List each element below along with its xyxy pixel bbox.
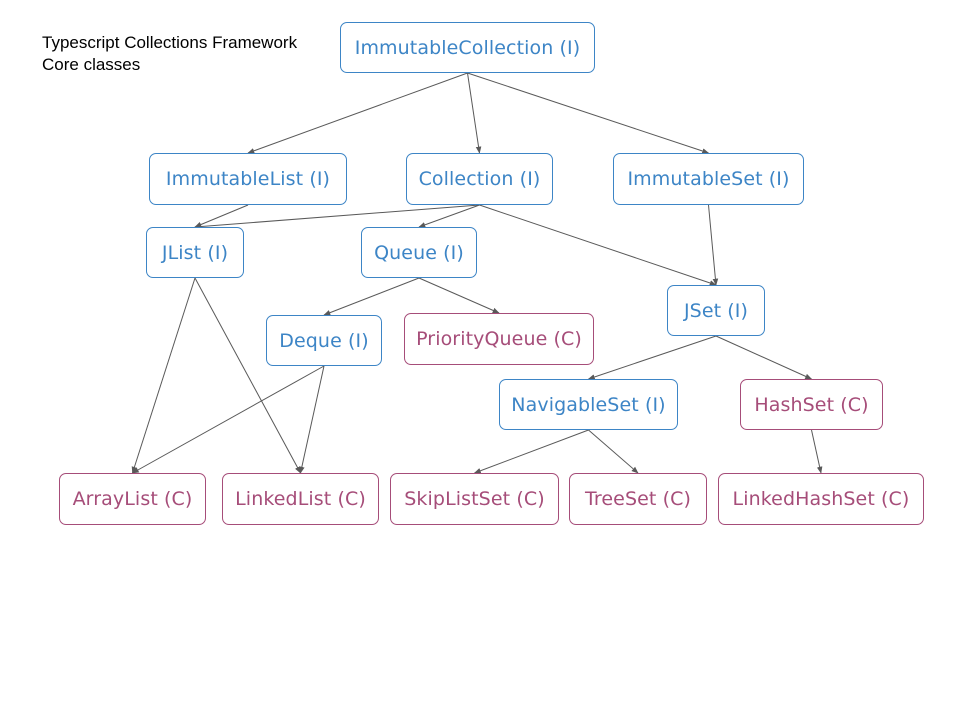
- edge-navigable-set-to-skip-list-set: [473, 429, 589, 474]
- node-immutable-collection: ImmutableCollection (I): [340, 22, 595, 73]
- edge-navigable-set-to-tree-set: [588, 429, 639, 474]
- node-priority-queue: PriorityQueue (C): [404, 313, 594, 365]
- edge-queue-to-deque: [323, 277, 420, 316]
- edge-collection-to-jlist: [194, 204, 480, 230]
- node-array-list: ArrayList (C): [59, 473, 206, 525]
- edge-jlist-to-linked-list: [194, 277, 301, 474]
- node-navigable-set: NavigableSet (I): [499, 379, 678, 430]
- edge-immutable-list-to-jlist: [194, 204, 249, 228]
- edge-immutable-set-to-jset: [708, 204, 719, 286]
- edge-deque-to-array-list: [131, 365, 325, 474]
- node-collection: Collection (I): [406, 153, 553, 205]
- edge-jset-to-hash-set: [715, 335, 813, 380]
- node-jlist: JList (I): [146, 227, 244, 278]
- node-deque: Deque (I): [266, 315, 382, 366]
- edge-immutable-collection-to-immutable-list: [247, 72, 468, 154]
- node-immutable-set: ImmutableSet (I): [613, 153, 804, 205]
- node-skip-list-set: SkipListSet (C): [390, 473, 559, 525]
- edge-queue-to-priority-queue: [418, 277, 500, 314]
- title-line-1: Typescript Collections Framework: [42, 33, 298, 52]
- edge-jset-to-navigable-set: [587, 335, 717, 380]
- edge-deque-to-linked-list: [299, 365, 325, 474]
- node-tree-set: TreeSet (C): [569, 473, 707, 525]
- diagram-title: Typescript Collections Framework Core cl…: [42, 32, 297, 76]
- edge-collection-to-queue: [418, 204, 480, 228]
- node-immutable-list: ImmutableList (I): [149, 153, 347, 205]
- edge-collection-to-jset: [479, 204, 717, 286]
- edge-hash-set-to-linked-hash-set: [811, 429, 823, 474]
- node-linked-hash-set: LinkedHashSet (C): [718, 473, 924, 525]
- edge-jlist-to-array-list: [131, 277, 196, 474]
- node-linked-list: LinkedList (C): [222, 473, 379, 525]
- edge-immutable-collection-to-collection: [467, 72, 482, 154]
- node-queue: Queue (I): [361, 227, 477, 278]
- node-hash-set: HashSet (C): [740, 379, 883, 430]
- edge-immutable-collection-to-immutable-set: [467, 72, 710, 154]
- node-jset: JSet (I): [667, 285, 765, 336]
- title-line-2: Core classes: [42, 55, 141, 74]
